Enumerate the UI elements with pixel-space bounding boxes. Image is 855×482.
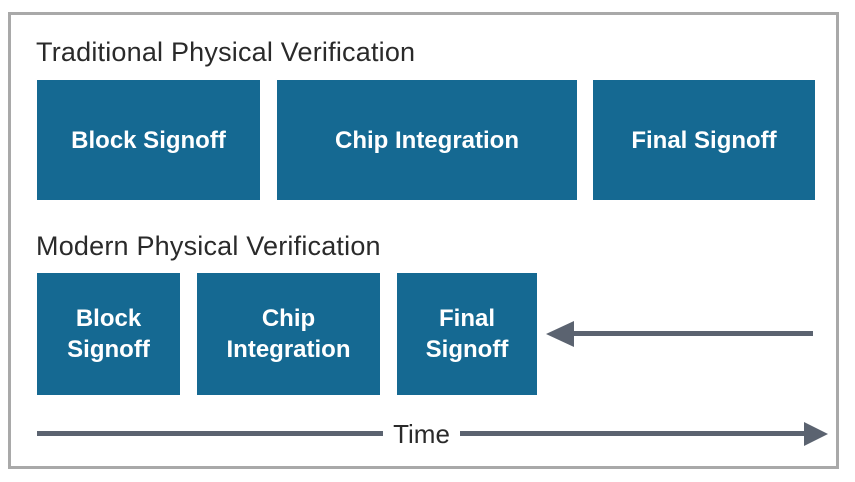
box-label-line: Signoff — [425, 336, 509, 363]
box-label: Chip Integration — [335, 126, 519, 154]
box-label-line: Signoff — [67, 336, 150, 363]
box-label-line: Integration — [226, 336, 351, 363]
box-modern-final-signoff: Final Signoff — [397, 273, 537, 395]
box-traditional-final-signoff: Final Signoff — [593, 80, 815, 200]
section-title-traditional: Traditional Physical Verification — [36, 37, 416, 67]
box-label: Final Signoff — [631, 126, 777, 154]
iteration-arrow-line — [556, 331, 813, 336]
box-label-line: Final — [438, 305, 495, 332]
time-axis-label: Time — [393, 419, 450, 449]
time-axis-line-left — [37, 431, 383, 436]
left-arrow-icon — [546, 321, 574, 347]
box-label-line: Chip — [261, 305, 316, 332]
diagram-border — [8, 12, 839, 469]
box-traditional-chip-integration: Chip Integration — [277, 80, 577, 200]
box-modern-block-signoff: Block Signoff — [37, 273, 180, 395]
section-title-modern: Modern Physical Verification — [36, 231, 381, 261]
box-traditional-block-signoff: Block Signoff — [37, 80, 260, 200]
box-modern-chip-integration: Chip Integration — [197, 273, 380, 395]
box-label: Block Signoff — [71, 126, 226, 154]
right-arrow-icon — [804, 422, 828, 446]
time-axis-line-right — [460, 431, 804, 436]
box-label-line: Block — [75, 305, 142, 332]
